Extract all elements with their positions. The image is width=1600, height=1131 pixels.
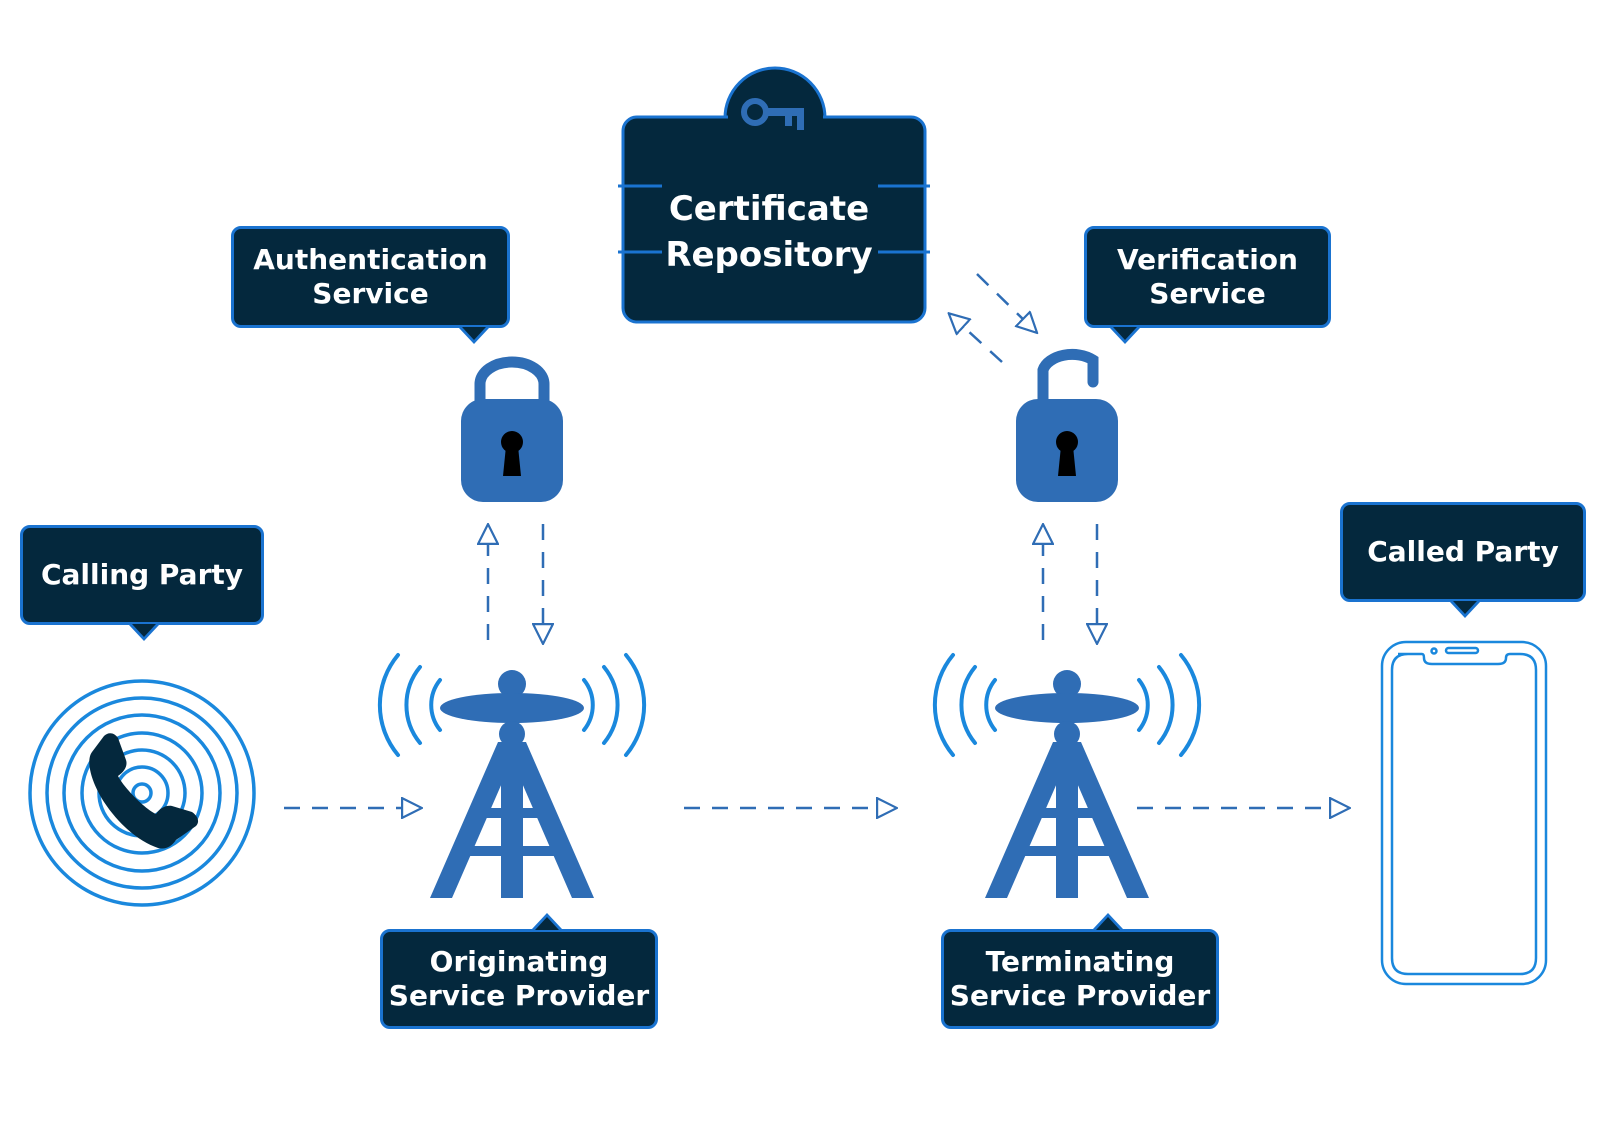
calling-party-label: Calling Party — [40, 557, 244, 591]
verification-service-callout: Verification Service — [1084, 226, 1331, 344]
calling-party-callout: Calling Party — [20, 525, 264, 641]
originating-service-provider-label-line1: Originating — [429, 944, 609, 978]
called-party-callout: Called Party — [1340, 502, 1586, 618]
authentication-service-label-line2: Service — [312, 277, 429, 310]
arrow-verification-to-repository — [956, 320, 1003, 363]
certificate-repository-label-line1: Certificate — [668, 189, 870, 229]
originating-service-provider-label-line2: Service Provider — [388, 979, 650, 1012]
phone-handset-icon — [89, 733, 199, 849]
smartphone-icon — [1380, 640, 1548, 986]
key-icon — [741, 98, 804, 130]
verification-service-label-line1: Verification — [1117, 242, 1298, 276]
certificate-repository-shape — [618, 66, 930, 324]
certificate-repository-label: Certificate Repository — [660, 186, 878, 278]
terminating-cell-tower-icon — [932, 653, 1202, 898]
verification-service-label-line2: Service — [1149, 277, 1266, 310]
calling-party-rings-icon — [28, 679, 256, 907]
unlocked-padlock-icon — [1016, 348, 1118, 502]
called-party-label: Called Party — [1367, 534, 1559, 568]
locked-padlock-icon — [461, 356, 563, 502]
certificate-repository-label-line2: Repository — [665, 235, 873, 275]
authentication-service-callout: Authentication Service — [231, 226, 510, 344]
originating-cell-tower-icon — [377, 653, 647, 898]
originating-service-provider-callout: Originating Service Provider — [380, 913, 658, 1029]
terminating-service-provider-callout: Terminating Service Provider — [941, 913, 1219, 1029]
terminating-service-provider-label-line2: Service Provider — [949, 979, 1211, 1012]
authentication-service-label-line1: Authentication — [253, 242, 488, 276]
arrow-repository-to-verification — [976, 273, 1030, 326]
terminating-service-provider-label-line1: Terminating — [985, 944, 1175, 978]
